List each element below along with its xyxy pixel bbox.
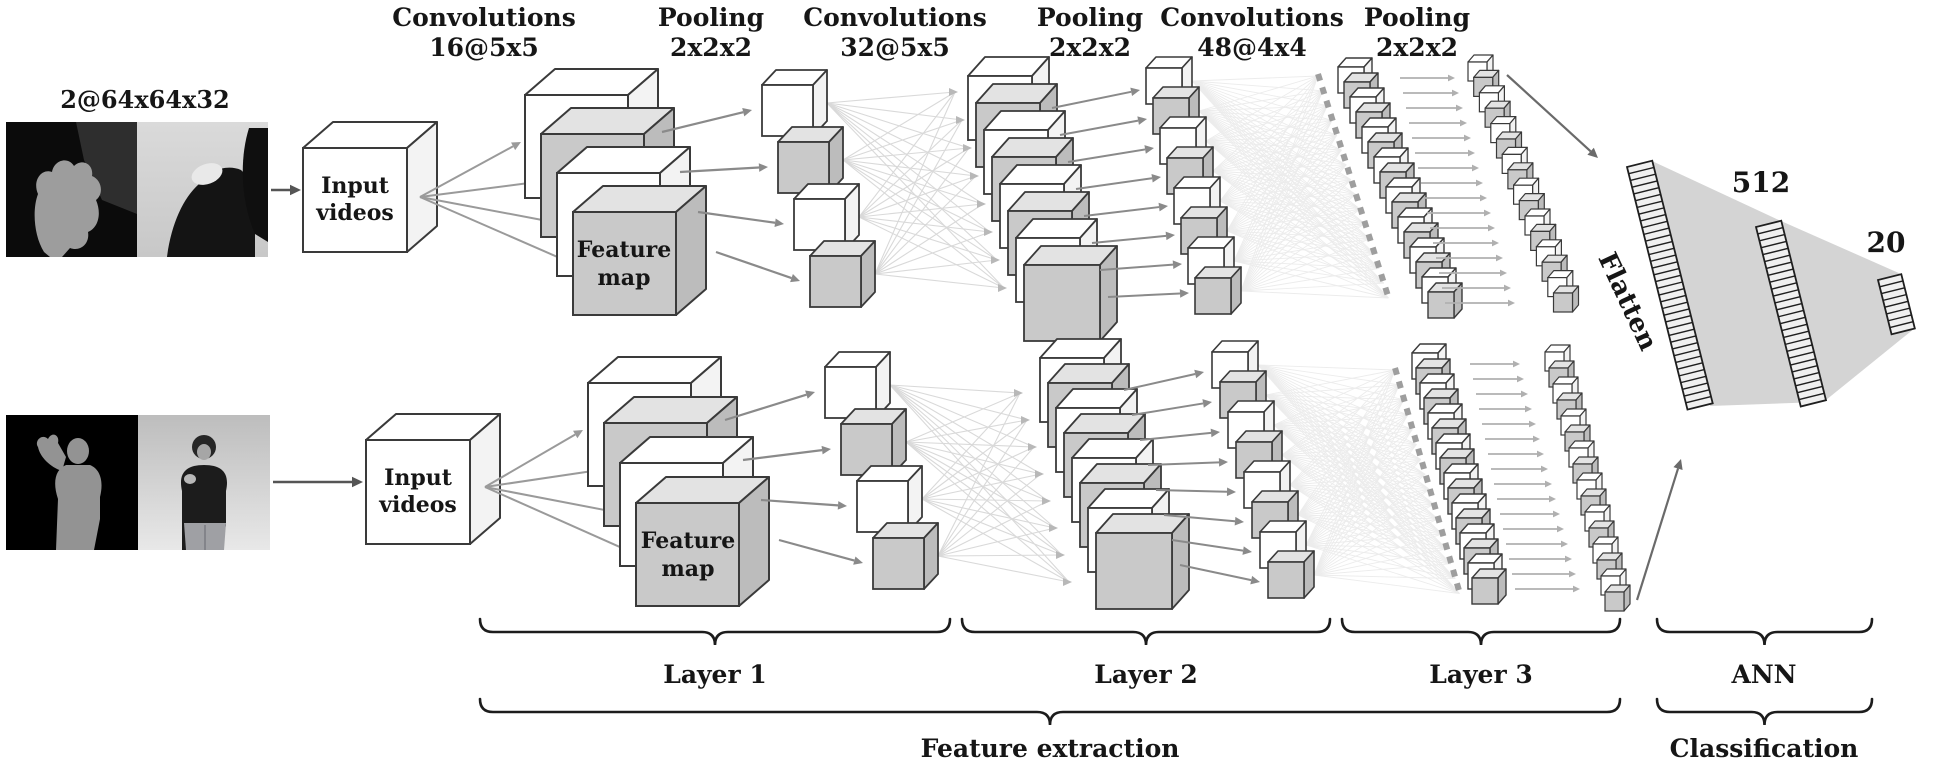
stage-label-5-line1: Pooling [1364, 3, 1470, 32]
stage-label-3-line2: 2x2x2 [1049, 33, 1131, 62]
input-dims-label: 2@64x64x32 [60, 85, 230, 114]
conv2-stack-bottom [1039, 338, 1190, 610]
dense-layer-bar [1754, 219, 1828, 408]
feature-extraction-brace [478, 697, 1622, 726]
group-braces: Layer 1 Layer 2 Layer 3 ANN Feature extracti… [478, 617, 1874, 759]
stage-label-3-line1: Pooling [1037, 3, 1143, 32]
pool2-arrows-top [1051, 87, 1189, 298]
layer2-brace [960, 617, 1332, 646]
layer3-brace [1340, 617, 1622, 646]
input-videos-label-line2-top: videos [315, 200, 394, 226]
stage-label-5-line2: 2x2x2 [1376, 33, 1458, 62]
feature-extraction-label: Feature extraction [921, 734, 1180, 759]
ann-label: ANN [1730, 660, 1796, 689]
layer2-label: Layer 2 [1094, 660, 1197, 689]
dense-units-label: 512 [1732, 166, 1790, 199]
pool1-arrows-bottom [724, 390, 863, 565]
layer1-label: Layer 1 [663, 660, 766, 689]
depth-video-frame-top [6, 122, 137, 257]
pool2-arrows-bottom [1123, 369, 1260, 585]
fan-converge-dashed-line-top [1315, 73, 1391, 297]
feature-map-label-line1-top: Feature [577, 237, 671, 263]
pool3-arrows-bottom [1470, 360, 1580, 593]
output-units-label: 20 [1867, 226, 1906, 259]
fan-conv3-top [1191, 75, 1389, 299]
fan-converge-dashed-line-bottom [1392, 367, 1463, 595]
flatten-vector-bar [1625, 159, 1714, 411]
stage-label-4-line1: Convolutions [1160, 3, 1344, 32]
fan-conv3-bottom [1257, 364, 1460, 594]
rgb-video-frame-bottom [138, 415, 270, 550]
stage-label-0-line2: 16@5x5 [429, 33, 539, 62]
pool2-cubes-bottom [1211, 340, 1315, 599]
feature-map-label-line2-bottom: map [662, 556, 715, 582]
pool1-cubes-top [761, 69, 876, 308]
depth-video-frame-bottom [6, 415, 138, 550]
stage-label-2-line1: Convolutions [803, 3, 987, 32]
pool1-arrows-top [661, 107, 800, 283]
stage-labels: Convolutions16@5x5Pooling2x2x2Convolutio… [392, 3, 1470, 62]
to-flatten-arrow-bottom [1635, 459, 1683, 601]
pool2-cubes-top [1145, 56, 1242, 315]
layer3-label: Layer 3 [1429, 660, 1532, 689]
pool1-cubes-bottom [824, 351, 939, 590]
input-videos-label-line2-bottom: videos [378, 492, 457, 518]
stage-label-4-line2: 48@4x4 [1197, 33, 1307, 62]
pool3-cubes-bottom [1544, 344, 1631, 612]
pool3-arrows-top [1400, 74, 1515, 307]
ann-funnel-2 [1781, 221, 1915, 400]
classification-brace [1655, 697, 1874, 726]
pool3-cubes-top [1467, 54, 1580, 313]
classification-label: Classification [1670, 734, 1859, 759]
layer1-brace [478, 617, 952, 646]
rgb-video-frame-top [137, 122, 268, 257]
fan-conv2-top [826, 88, 1007, 292]
conv3-cubes-top [1337, 57, 1463, 319]
conv3-cubes-bottom [1411, 343, 1507, 605]
stage-label-1-line1: Pooling [658, 3, 764, 32]
stage-label-0-line1: Convolutions [392, 3, 576, 32]
fan-conv2-bottom [889, 384, 1072, 586]
input-videos-label-line1-top: Input [321, 173, 390, 199]
stage-label-1-line2: 2x2x2 [670, 33, 752, 62]
output-layer-bar [1876, 273, 1916, 336]
stage-label-2-line2: 32@5x5 [840, 33, 950, 62]
input-videos-label-line1-bottom: Input [384, 465, 453, 491]
to-flatten-arrow-top [1506, 74, 1598, 158]
feature-map-label-line1-bottom: Feature [641, 528, 735, 554]
ann-brace [1655, 617, 1874, 646]
feature-map-label-line2-top: map [598, 265, 651, 291]
